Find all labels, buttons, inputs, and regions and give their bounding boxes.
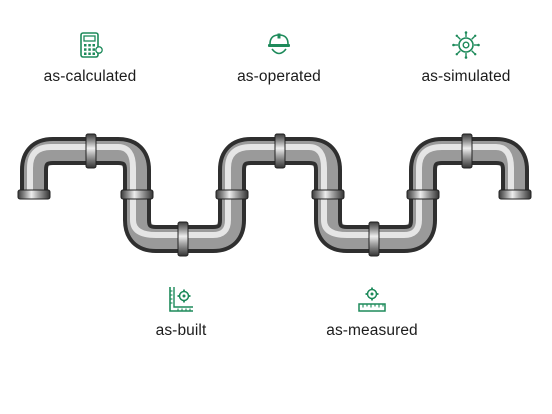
stage-as-simulated: as-simulated <box>386 30 546 86</box>
stage-label: as-simulated <box>421 68 511 85</box>
stage-label: as-built <box>155 322 207 339</box>
pipe-flange <box>17 189 51 200</box>
stage-as-operated: as-operated <box>199 30 359 86</box>
pipe-flange <box>85 133 97 169</box>
pipe-flange <box>368 221 380 257</box>
stage-label: as-operated <box>237 68 321 85</box>
pipe-flange <box>406 189 440 200</box>
pipe-flange <box>215 189 249 200</box>
stage-as-calculated: as-calculated <box>10 30 170 86</box>
stage-as-measured: as-measured <box>292 284 452 340</box>
ruler-gear-icon <box>358 287 386 312</box>
calculator-icon <box>80 32 103 58</box>
worker-helmet-icon <box>268 33 290 55</box>
gear-circuit-icon <box>452 31 480 59</box>
pipe-flange <box>120 189 154 200</box>
pipe-flange <box>311 189 345 200</box>
stage-label: as-calculated <box>43 68 137 85</box>
stage-label: as-measured <box>326 322 418 339</box>
stage-as-built: as-built <box>101 284 261 340</box>
pipe-flange <box>274 133 286 169</box>
pipe-flange <box>177 221 189 257</box>
blueprint-gear-icon <box>169 287 193 312</box>
pipe-flange <box>461 133 473 169</box>
pipe-flange <box>498 189 532 200</box>
